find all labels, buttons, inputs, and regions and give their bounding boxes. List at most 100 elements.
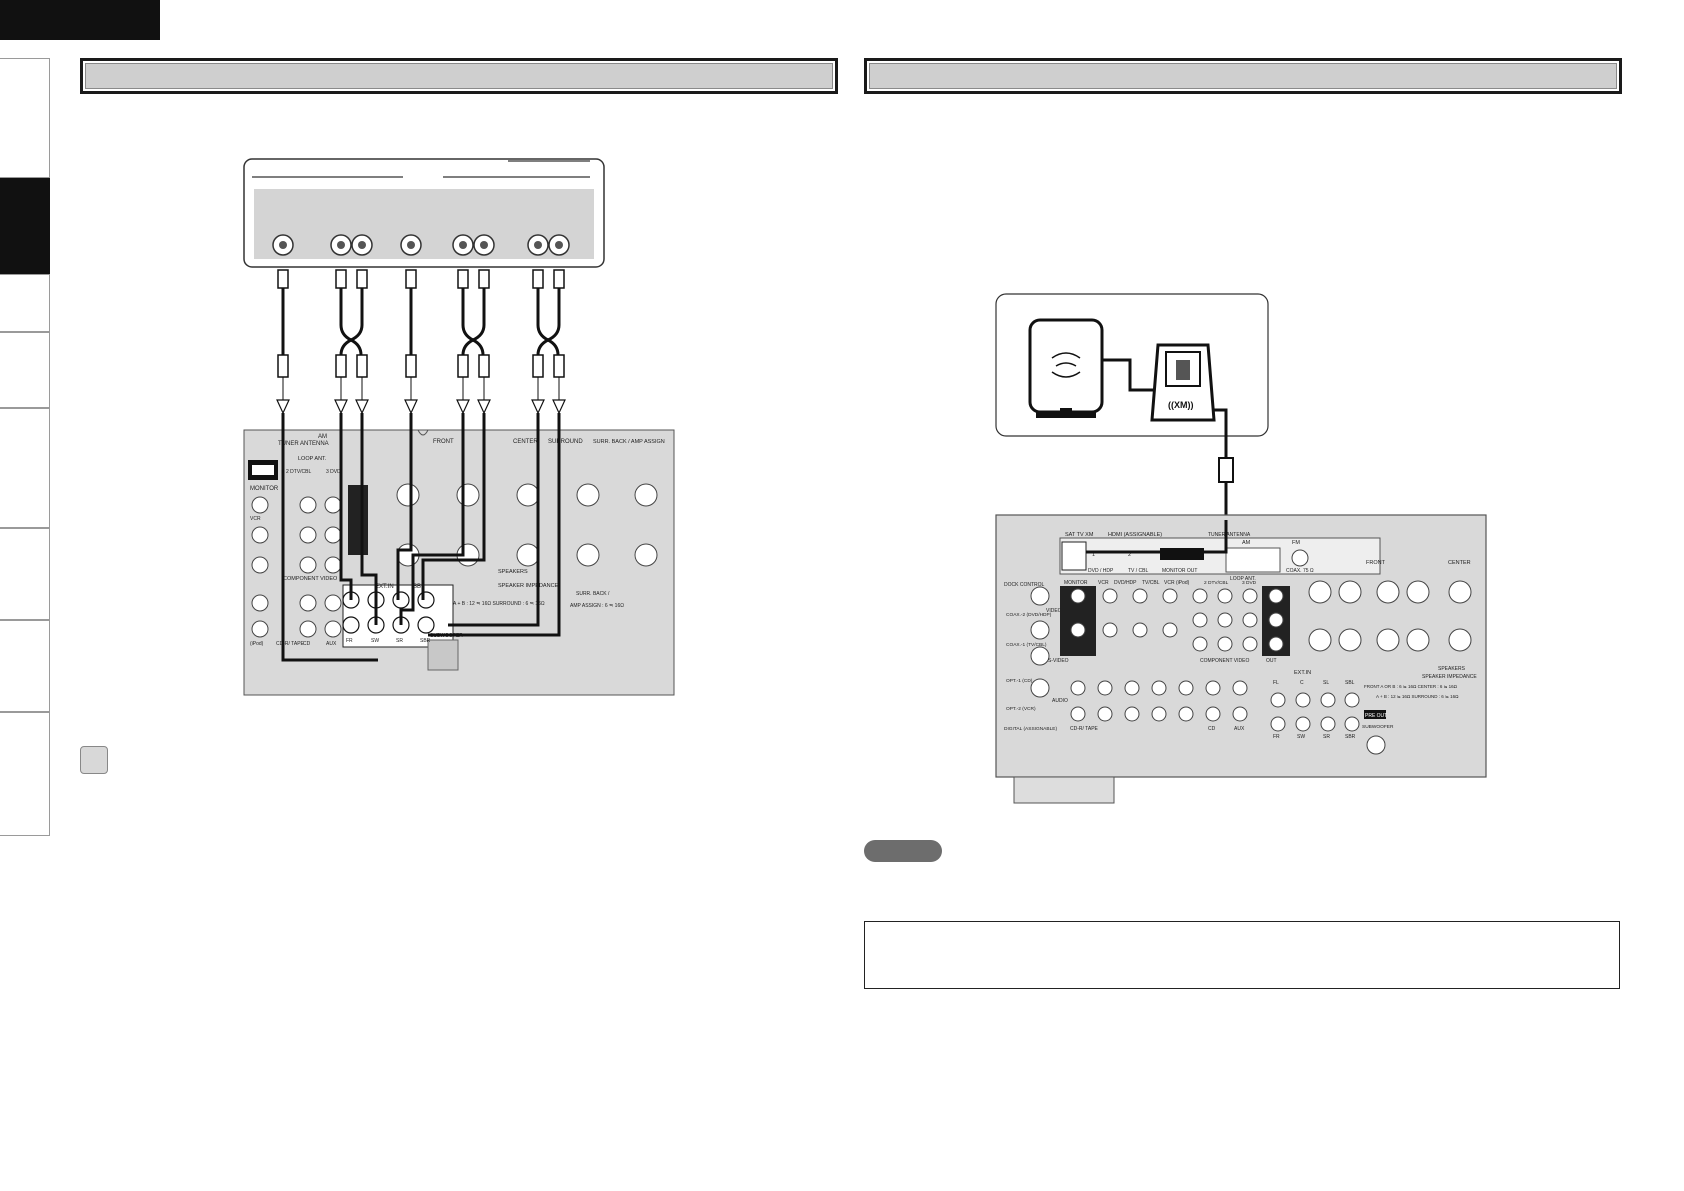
hdmi-monitor-label: MONITOR	[250, 486, 279, 492]
vcr-ipod-label: (iPod)	[250, 641, 264, 647]
speaker-impedance-label: SPEAKER IMPEDANCE	[1422, 674, 1477, 680]
pre-out-label: PRE OUT	[1365, 713, 1387, 719]
fm-label: FM	[1292, 540, 1300, 546]
opt-1-label: OPT.-1 (CD)	[1006, 678, 1033, 684]
dvd-label: 3 DVD	[1242, 580, 1257, 586]
c-label: C	[1300, 680, 1304, 686]
sidebar-tab-5[interactable]	[0, 408, 50, 528]
loop-ant-label: LOOP ANT.	[1230, 576, 1256, 582]
sbl-label: SBL	[413, 584, 425, 590]
cd-label: CD	[303, 641, 311, 647]
fr-label: FR	[346, 638, 353, 644]
ext-in-label: EXT.IN	[375, 584, 394, 590]
xm-antenna	[1028, 318, 1104, 414]
cdr-tape-label: CD-R/ TAPE	[276, 641, 305, 647]
sbr-label: SBR	[420, 638, 431, 644]
hdmi-assignable-label: HDMI (ASSIGNABLE)	[1108, 532, 1162, 538]
aux-label: AUX	[1234, 726, 1245, 732]
amp-assign-label: AMP ASSIGN : 6 ≒ 16Ω	[570, 603, 624, 609]
tuner-antenna-label: TUNER ANTENNA	[278, 441, 329, 447]
dock-control-label: DOCK CONTROL	[1004, 582, 1045, 588]
right-section-header	[864, 58, 1622, 94]
tv-cbl-2-label: TV/CBL	[1142, 580, 1160, 586]
speakers-label: SPEAKERS	[498, 569, 528, 575]
sidebar-tab-6[interactable]	[0, 528, 50, 620]
dtv-cbl-label: 2 DTV/CBL	[286, 469, 312, 475]
receiver-rear-panel-left: TUNER ANTENNA AM LOOP ANT. MONITOR FRONT…	[243, 429, 675, 696]
info-box	[864, 921, 1620, 989]
surr-back-amp-assign-label: SURR. BACK / AMP ASSIGN	[593, 439, 665, 445]
component-video-label: COMPONENT VIDEO	[1200, 658, 1249, 664]
impedance-line-1: A + B : 12 ≒ 16Ω SURROUND : 6 ≒ 16Ω	[453, 601, 545, 607]
sbr-label: SBR	[1345, 734, 1356, 740]
impedance-line-1: FRONT A OR B : 6 ≒ 16Ω CENTER : 6 ≒ 16Ω	[1364, 684, 1458, 689]
vcr-label: VCR	[250, 516, 261, 522]
component-video-label: COMPONENT VIDEO	[283, 576, 338, 582]
rca-cables	[281, 285, 561, 375]
center-label: CENTER	[513, 439, 538, 445]
front-label: FRONT	[433, 439, 454, 445]
rca-plugs	[277, 269, 565, 378]
coax-2-label: COAX.-2 (DVD/HDP)	[1006, 612, 1052, 618]
vcr-label: VCR	[1098, 580, 1109, 586]
front-label: FRONT	[1366, 560, 1386, 566]
loop-ant-label: LOOP ANT.	[298, 456, 327, 462]
speakers-label: SPEAKERS	[1438, 666, 1466, 672]
cd-label: CD	[1208, 726, 1216, 732]
am-label: AM	[318, 434, 327, 440]
sidebar-tab-3[interactable]	[0, 274, 50, 332]
fr-label: FR	[1273, 734, 1280, 740]
xm-antenna-box: ((XM))	[995, 293, 1269, 460]
sr-label: SR	[396, 638, 403, 644]
ext-in-label: EXT.IN	[1294, 670, 1311, 676]
sw-label: SW	[1297, 734, 1305, 740]
am-label: AM	[1242, 540, 1251, 546]
sbl-label: SBL	[1345, 680, 1355, 686]
dtv-cbl-label: 2 DTV/CBL	[1204, 580, 1229, 586]
hdmi-2-label: 2	[1128, 552, 1131, 558]
sr-label: SR	[1323, 734, 1330, 740]
left-section-header	[80, 58, 838, 94]
monitor-out-label: MONITOR OUT	[1162, 568, 1197, 574]
audio-label: AUDIO	[1052, 698, 1068, 704]
impedance-line-2: A + B : 12 ≒ 16Ω SURROUND : 6 ≒ 16Ω	[1376, 694, 1459, 699]
note-badge	[864, 840, 942, 862]
digital-assignable-label: DIGITAL (ASSIGNABLE)	[1004, 726, 1057, 732]
pencil-note-icon	[80, 746, 108, 774]
svg-text:((XM)): ((XM))	[1168, 400, 1194, 410]
dvd-hdp-label: DVD / HDP	[1088, 568, 1114, 574]
signal-arrows	[276, 399, 566, 415]
routed-cables-left	[281, 413, 561, 662]
sw-label: SW	[371, 638, 379, 644]
sidebar-tab-8[interactable]	[0, 712, 50, 836]
fl-label: FL	[1273, 680, 1279, 686]
opt-2-label: OPT.-2 (VCR)	[1006, 706, 1036, 712]
monitor-label: MONITOR	[1064, 580, 1088, 586]
speaker-impedance-label: SPEAKER IMPEDANCE	[498, 583, 559, 589]
sidebar-tab-1[interactable]	[0, 58, 50, 178]
out-label: OUT	[1266, 658, 1277, 664]
coax-label: COAX. 75 Ω	[1286, 568, 1314, 574]
center-label: CENTER	[1448, 560, 1471, 566]
aux-label: AUX	[326, 641, 337, 647]
external-amplifier	[243, 158, 605, 268]
language-tab[interactable]	[0, 0, 160, 40]
tuner-antenna-label: TUNER ANTENNA	[1208, 532, 1251, 538]
video-label: VIDEO	[1046, 608, 1062, 614]
hdmi-1-label: 1	[1092, 552, 1095, 558]
xm-mini-tuner: ((XM))	[1150, 343, 1216, 422]
sidebar-tab-2-active[interactable]	[0, 178, 50, 274]
coax-1-label: COAX.-1 (TV/CBL)	[1006, 642, 1047, 648]
cdr-tape-label: CD-R/ TAPE	[1070, 726, 1099, 732]
right-connection-diagram: ((XM))	[995, 293, 1487, 804]
receiver-rear-panel-right: SAT TV XM HDMI (ASSIGNABLE) 1 2 DVD / HD…	[995, 514, 1487, 804]
sidebar-tab-4[interactable]	[0, 332, 50, 408]
tv-cbl-label: TV / CBL	[1128, 568, 1149, 574]
dvd-hdp-2-label: DVD/HDP	[1114, 580, 1137, 586]
xm-cable-route	[1086, 520, 1228, 554]
left-connection-diagram: TUNER ANTENNA AM LOOP ANT. MONITOR FRONT…	[243, 158, 675, 696]
sat-tv-xm-label: SAT TV XM	[1065, 532, 1094, 538]
sl-label: SL	[1323, 680, 1329, 686]
dvd-label: 3 DVD	[326, 469, 341, 475]
sidebar-tab-7[interactable]	[0, 620, 50, 712]
